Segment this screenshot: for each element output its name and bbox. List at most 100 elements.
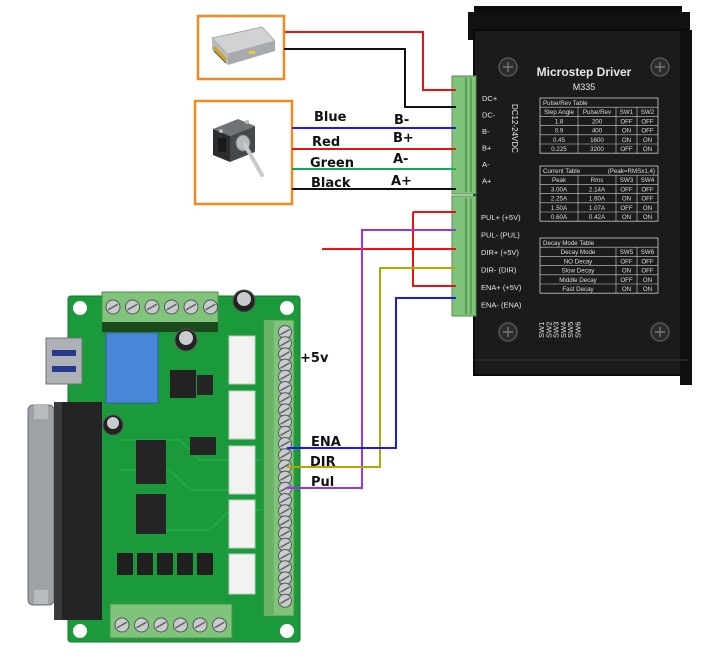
table-title: Pulse/Rev Table xyxy=(543,100,588,107)
driver-title: Microstep Driver xyxy=(537,65,632,79)
table-cell: 1.50A xyxy=(551,205,568,212)
terminal-screw xyxy=(114,617,130,633)
driver-signal-pin-label: DIR+ (+5V) xyxy=(481,248,519,257)
driver-power-pin-label: B+ xyxy=(482,144,492,153)
terminal-screw xyxy=(144,299,160,315)
driver-signal-pin-label: ENA+ (+5V) xyxy=(481,283,522,292)
table-cell: ON xyxy=(643,137,652,144)
table-header-cell: Pulse/Rev xyxy=(583,109,612,116)
table-cell: OFF xyxy=(620,146,633,153)
table-cell: ON xyxy=(643,214,652,221)
wire-dir-olive xyxy=(287,267,456,468)
terminal-screw xyxy=(278,325,292,339)
terminal-screws xyxy=(105,299,292,633)
table-title: Decay Mode Table xyxy=(543,240,595,247)
table-cell: OFF xyxy=(641,258,654,265)
table-cell: ON xyxy=(622,196,631,203)
table-header-cell: Rms xyxy=(591,177,604,184)
table-cell: 0.60A xyxy=(551,214,568,221)
table-cell: Fast Decay xyxy=(562,286,594,293)
driver-switch-label: SW6 xyxy=(574,322,583,338)
terminal-screw xyxy=(125,299,140,315)
driver-switch-label: SW4 xyxy=(559,322,568,338)
terminal-screw xyxy=(203,299,218,315)
board-label-dir: DIR xyxy=(310,455,336,470)
driver-signal-pin-label: PUL+ (+5V) xyxy=(481,213,521,222)
table-header-cell: Peak xyxy=(552,177,567,184)
table-header-cell: SW4 xyxy=(641,177,655,184)
table-cell: ON xyxy=(643,146,652,153)
wire-psu-red xyxy=(285,31,456,91)
table-cell: OFF xyxy=(620,277,633,284)
table-cell: 2.14A xyxy=(589,186,606,193)
terminal-screw xyxy=(278,392,292,407)
terminal-screw xyxy=(278,347,292,362)
terminal-screw xyxy=(173,617,188,633)
board-label-vcc: +5v xyxy=(300,351,329,366)
table-cell: OFF xyxy=(620,258,633,265)
board-label-pul: Pul xyxy=(311,475,335,490)
driver-switch-label: SW3 xyxy=(552,322,561,338)
terminal-screw xyxy=(164,299,179,315)
table-header-cell: SW2 xyxy=(641,109,655,116)
driver-power-pin-label: A+ xyxy=(482,177,492,186)
terminal-screw xyxy=(153,617,169,633)
table-cell: 400 xyxy=(592,128,603,135)
power-supply xyxy=(196,14,286,81)
terminal-screw xyxy=(278,336,292,351)
driver-power-pin-label: A- xyxy=(482,160,490,169)
table-cell: Slow Decay xyxy=(562,268,596,275)
table-cell: OFF xyxy=(641,186,654,193)
driver-switch-label: SW1 xyxy=(537,322,546,338)
table-cell: 0.42A xyxy=(589,214,606,221)
screw-icon xyxy=(498,57,670,342)
driver-pin-labels: DC+DC-B-B+A-A+PUL+ (+5V)PUL- (PUL)DIR+ (… xyxy=(481,94,583,338)
driver-supply-label: DC12-24VDC xyxy=(510,104,519,153)
table-cell: OFF xyxy=(641,268,654,275)
table-cell: OFF xyxy=(641,128,654,135)
driver-signal-pin-label: DIR- (DIR) xyxy=(481,266,517,275)
motor-pin-label-b-plus: B+ xyxy=(393,131,414,146)
terminal-screw xyxy=(212,617,227,633)
table-cell: 0.45 xyxy=(553,137,566,144)
table-header-cell: SW3 xyxy=(620,177,634,184)
table-cell: 200 xyxy=(592,118,603,125)
table-cell: OFF xyxy=(620,118,633,125)
table-header-cell: SW1 xyxy=(620,109,634,116)
table-cell: ON xyxy=(622,268,631,275)
table-cell: OFF xyxy=(641,118,654,125)
breakout-board xyxy=(27,289,301,643)
terminal-screw xyxy=(278,593,292,608)
table-header-cell: Step Angle xyxy=(544,109,574,116)
terminal-screw xyxy=(278,571,292,586)
table-cell: OFF xyxy=(641,196,654,203)
driver-power-pin-label: DC+ xyxy=(482,94,498,103)
stepper-motor xyxy=(193,99,294,206)
table-cell: OFF xyxy=(620,186,633,193)
terminal-screw xyxy=(134,617,149,633)
driver-signal-pin-label: ENA- (ENA) xyxy=(481,301,522,310)
table-header-cell: Decay Mode xyxy=(561,249,596,256)
table-title: Current Table xyxy=(543,168,581,175)
table-cell: 3.00A xyxy=(551,186,568,193)
terminal-screw xyxy=(192,617,208,633)
motor-pin-label-a-plus: A+ xyxy=(391,174,412,189)
motor-pin-label-b-minus: B- xyxy=(394,113,410,128)
driver-power-pin-label: B- xyxy=(482,127,490,136)
driver-switch-label: SW2 xyxy=(544,322,553,338)
table-cell: ON xyxy=(643,205,652,212)
table-cell: 2.25A xyxy=(551,196,568,203)
motor-pin-label-a-minus: A- xyxy=(393,152,409,167)
table-cell: 0.225 xyxy=(551,146,567,153)
table-cell: 1.07A xyxy=(589,205,606,212)
table-cell: OFF xyxy=(620,205,633,212)
table-header-cell: SW6 xyxy=(641,249,655,256)
table-cell: ON xyxy=(622,286,631,293)
motor-wire-label-blue: Blue xyxy=(314,110,347,125)
table-cell: 1600 xyxy=(590,137,604,144)
driver-model: M335 xyxy=(573,82,596,92)
